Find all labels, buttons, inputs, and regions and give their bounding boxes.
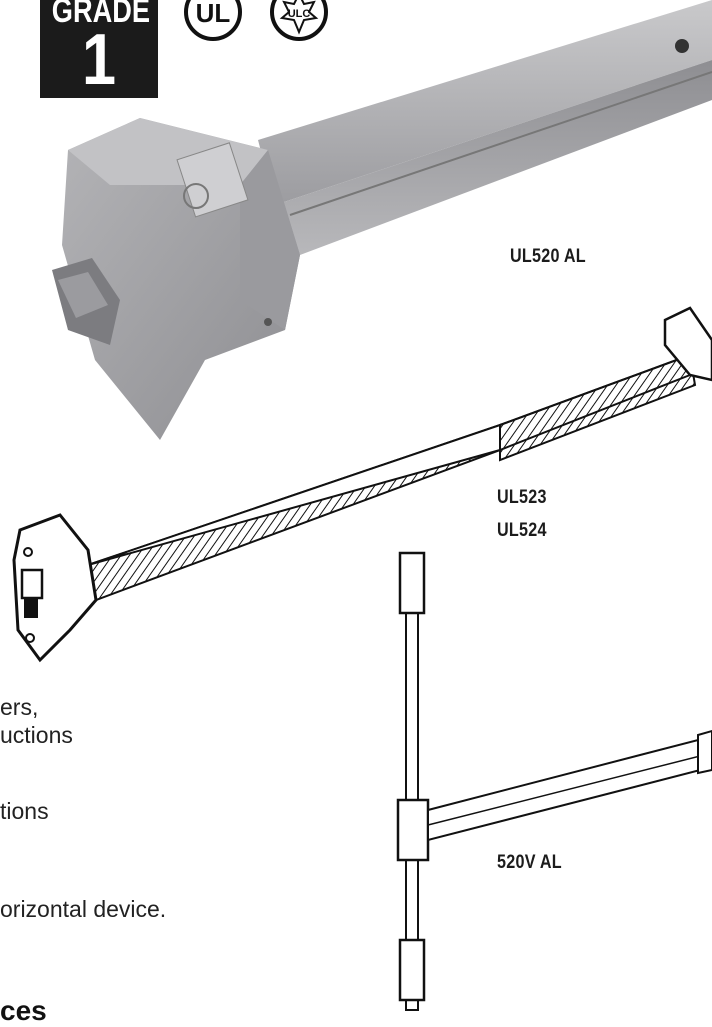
ulc-mark-text: ULC (288, 8, 311, 20)
grade-number: 1 (81, 20, 117, 100)
body-text-line-3: tions (0, 798, 49, 824)
model-label-ul520-al: UL520 AL (510, 246, 586, 267)
model-label-520v-al: 520V AL (497, 852, 562, 873)
model-label-ul523: UL523 (497, 487, 547, 508)
ul-certification-icon: UL (184, 0, 242, 41)
vertical-rod-device-drawing (396, 551, 712, 1011)
section-heading-fragment: ces (0, 995, 47, 1026)
grade-badge: GRADE 1 (40, 0, 158, 98)
exit-device-photo (52, 0, 712, 440)
rim-device-drawing (12, 306, 712, 663)
ul-mark-text: UL (196, 0, 231, 28)
body-text-line-4: orizontal device. (0, 896, 167, 922)
grade-word: GRADE (51, 0, 151, 30)
ulc-certification-icon: ULC (270, 0, 328, 41)
body-text-line-1: ers, (0, 694, 39, 720)
body-text-line-2: uctions (0, 722, 73, 748)
model-label-ul524: UL524 (497, 520, 547, 541)
